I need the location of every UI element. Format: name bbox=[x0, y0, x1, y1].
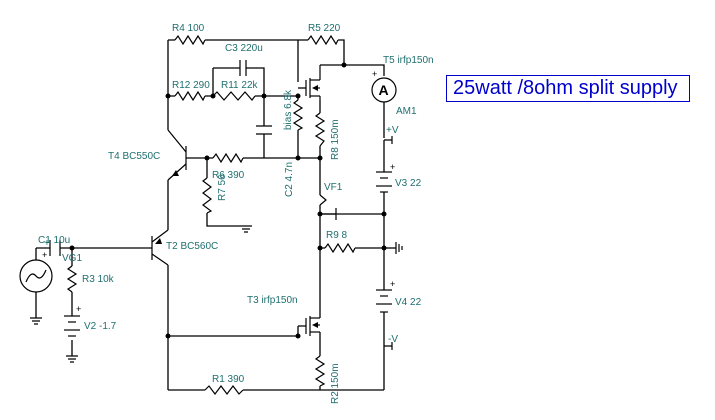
label-r2: R2 150m bbox=[330, 363, 341, 404]
label-am1: AM1 bbox=[396, 106, 417, 117]
battery-v2: + bbox=[64, 304, 81, 337]
battery-v3: + bbox=[376, 162, 395, 193]
label-vg1: VG1 bbox=[62, 253, 82, 264]
resistor-r5 bbox=[307, 34, 339, 46]
transistor-t2 bbox=[151, 229, 169, 266]
label-c3: C3 220u bbox=[225, 43, 263, 54]
label-v3: V3 22 bbox=[395, 178, 422, 189]
resistor-r8 bbox=[314, 112, 326, 147]
label-t5: T5 irfp150n bbox=[383, 55, 434, 66]
label-v4: V4 22 bbox=[395, 297, 422, 308]
label-c1: C1 10u bbox=[38, 235, 70, 246]
resistor-r12 bbox=[174, 90, 206, 102]
labels: R4 100 R5 220 C3 220u T5 irfp150n R12 29… bbox=[38, 23, 434, 404]
resistor-r4 bbox=[174, 34, 206, 46]
label-r7: R7 56 bbox=[217, 174, 228, 201]
label-r6: R6 390 bbox=[212, 170, 245, 181]
capacitor-c1 bbox=[49, 240, 61, 256]
transistor-t5-mosfet bbox=[305, 65, 321, 100]
label-neg-v: -V bbox=[388, 334, 398, 345]
label-t4: T4 BC550C bbox=[108, 151, 160, 162]
label-pos-v: +V bbox=[386, 125, 399, 136]
resistor-bias bbox=[292, 99, 304, 131]
label-r5: R5 220 bbox=[308, 23, 341, 34]
label-r9: R9 8 bbox=[326, 230, 348, 241]
svg-text:+: + bbox=[44, 238, 50, 249]
resistor-r2 bbox=[314, 355, 326, 387]
label-r11: R11 22k bbox=[221, 80, 259, 91]
ground-symbols bbox=[30, 225, 403, 363]
label-vf1: VF1 bbox=[324, 182, 343, 193]
capacitors: + bbox=[44, 60, 272, 256]
terminals bbox=[319, 136, 393, 350]
svg-text:+: + bbox=[42, 250, 47, 260]
battery-v4: + bbox=[376, 279, 395, 313]
svg-text:+: + bbox=[372, 69, 377, 79]
transistor-t3-mosfet bbox=[305, 316, 320, 336]
label-r3: R3 10k bbox=[82, 274, 115, 285]
label-t3: T3 irfp150n bbox=[247, 295, 298, 306]
label-t2: T2 BC560C bbox=[166, 241, 218, 252]
ammeter-am1: A + bbox=[371, 69, 397, 103]
signal-generator-vg1: + bbox=[19, 250, 53, 293]
svg-text:+: + bbox=[390, 279, 395, 289]
transistor-t4 bbox=[167, 129, 187, 181]
label-bias: bias 6.8k bbox=[283, 89, 294, 130]
resistor-r11 bbox=[212, 91, 256, 101]
label-c2: C2 4.7n bbox=[284, 162, 295, 197]
svg-text:+: + bbox=[390, 162, 395, 172]
label-r1: R1 390 bbox=[212, 374, 245, 385]
resistor-r9 bbox=[324, 242, 356, 254]
svg-text:+: + bbox=[76, 304, 81, 314]
resistors bbox=[66, 34, 356, 395]
label-r4: R4 100 bbox=[172, 23, 205, 34]
label-v2: V2 -1.7 bbox=[84, 321, 117, 332]
resistor-r6 bbox=[212, 152, 244, 164]
resistor-r7 bbox=[202, 177, 213, 214]
resistor-r3 bbox=[66, 265, 78, 293]
label-r12: R12 290 bbox=[172, 80, 210, 91]
resistor-r1 bbox=[204, 385, 244, 395]
label-r8: R8 150m bbox=[330, 119, 341, 160]
capacitor-c2 bbox=[256, 125, 272, 135]
capacitor-c3 bbox=[239, 60, 247, 76]
ammeter-symbol: A bbox=[379, 82, 389, 98]
schematic-title: 25watt /8ohm split supply bbox=[446, 75, 690, 102]
junction-dots bbox=[69, 62, 387, 339]
